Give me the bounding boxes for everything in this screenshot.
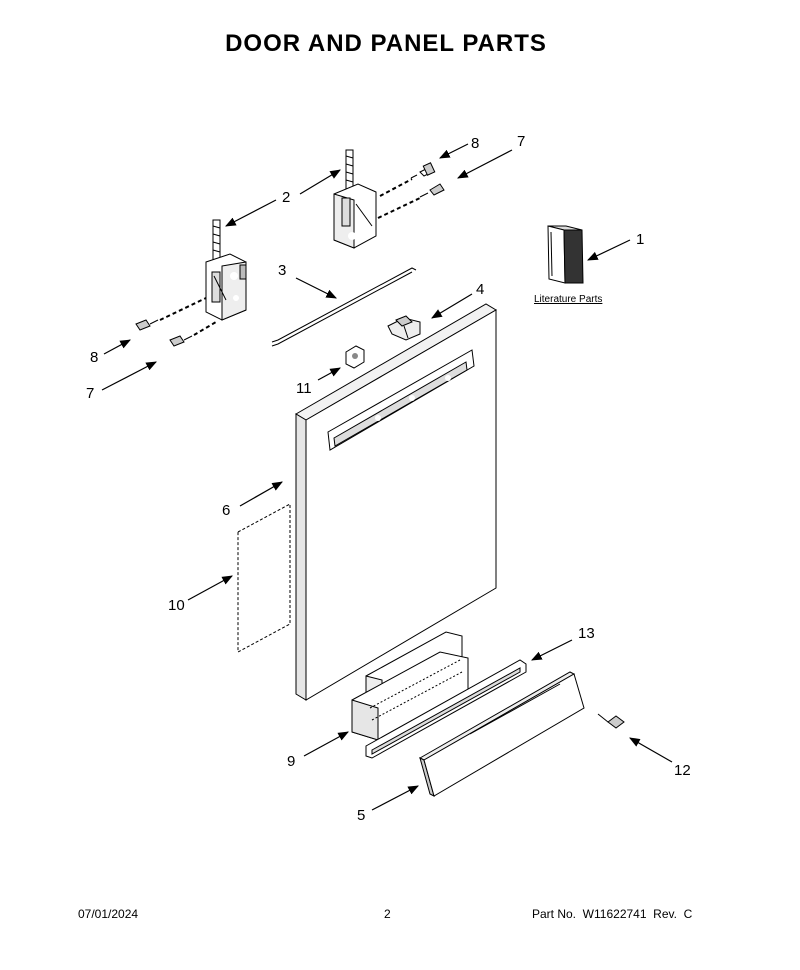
hinge-screw-lower-7 [169, 335, 193, 347]
arrow-12 [629, 737, 673, 763]
arrow-13 [531, 639, 573, 661]
callout-8-lower: 8 [90, 349, 98, 366]
callout-7-upper: 7 [517, 133, 525, 150]
arrow-3 [295, 277, 337, 299]
footer-page-number: 2 [384, 907, 391, 921]
arrow-4 [431, 293, 473, 319]
screw-guide-line [379, 178, 413, 197]
footer-part-number: Part No. W11622741 Rev. C [532, 907, 693, 921]
callout-3: 3 [278, 262, 286, 279]
callout-11: 11 [296, 380, 312, 397]
arrow-6 [239, 481, 283, 507]
right-hinge [333, 149, 377, 249]
kickplate-bracket [351, 631, 469, 741]
hinge-screw-upper-8 [410, 162, 436, 179]
literature-parts-booklet [547, 225, 584, 284]
callout-1: 1 [636, 231, 644, 248]
callout-9: 9 [287, 753, 295, 770]
arrow-7-lower [101, 361, 157, 391]
toe-panel-strip [365, 659, 527, 759]
arrow-1 [587, 239, 631, 261]
callout-arrows [101, 143, 673, 811]
screw-guide-line [377, 197, 421, 219]
insulation-panel [237, 503, 291, 653]
arrow-11 [317, 367, 341, 381]
door-rod [271, 267, 417, 347]
page-title: DOOR AND PANEL PARTS [225, 30, 547, 57]
outer-door-panel [295, 303, 497, 701]
arrow-2a [299, 169, 341, 195]
arrow-10 [187, 575, 233, 601]
callout-10: 10 [168, 597, 185, 614]
arrow-7-upper [457, 149, 513, 179]
screw-guide-line [159, 297, 207, 321]
arrow-2b [225, 199, 277, 227]
hinge-screw-lower-8 [135, 319, 159, 331]
left-hinge [205, 219, 247, 321]
callout-12: 12 [674, 762, 691, 779]
arrow-5 [371, 785, 419, 811]
callout-2: 2 [282, 189, 290, 206]
panel-screw [597, 713, 625, 729]
literature-parts-label: Literature Parts [534, 294, 602, 305]
callout-6: 6 [222, 502, 230, 519]
door-latch-part [345, 345, 365, 369]
arrow-9 [303, 731, 349, 757]
callout-5: 5 [357, 807, 365, 824]
arrow-8-upper [439, 143, 469, 159]
callout-8-upper: 8 [471, 135, 479, 152]
callout-7-lower: 7 [86, 385, 94, 402]
lower-access-panel [418, 671, 585, 797]
arrow-8-lower [103, 339, 131, 355]
footer-date: 07/01/2024 [78, 907, 139, 921]
callout-4: 4 [476, 281, 484, 298]
screw-guide-line [193, 321, 217, 336]
hinge-screw-upper-7 [419, 183, 445, 198]
callout-13: 13 [578, 625, 595, 642]
door-bracket [387, 315, 421, 341]
